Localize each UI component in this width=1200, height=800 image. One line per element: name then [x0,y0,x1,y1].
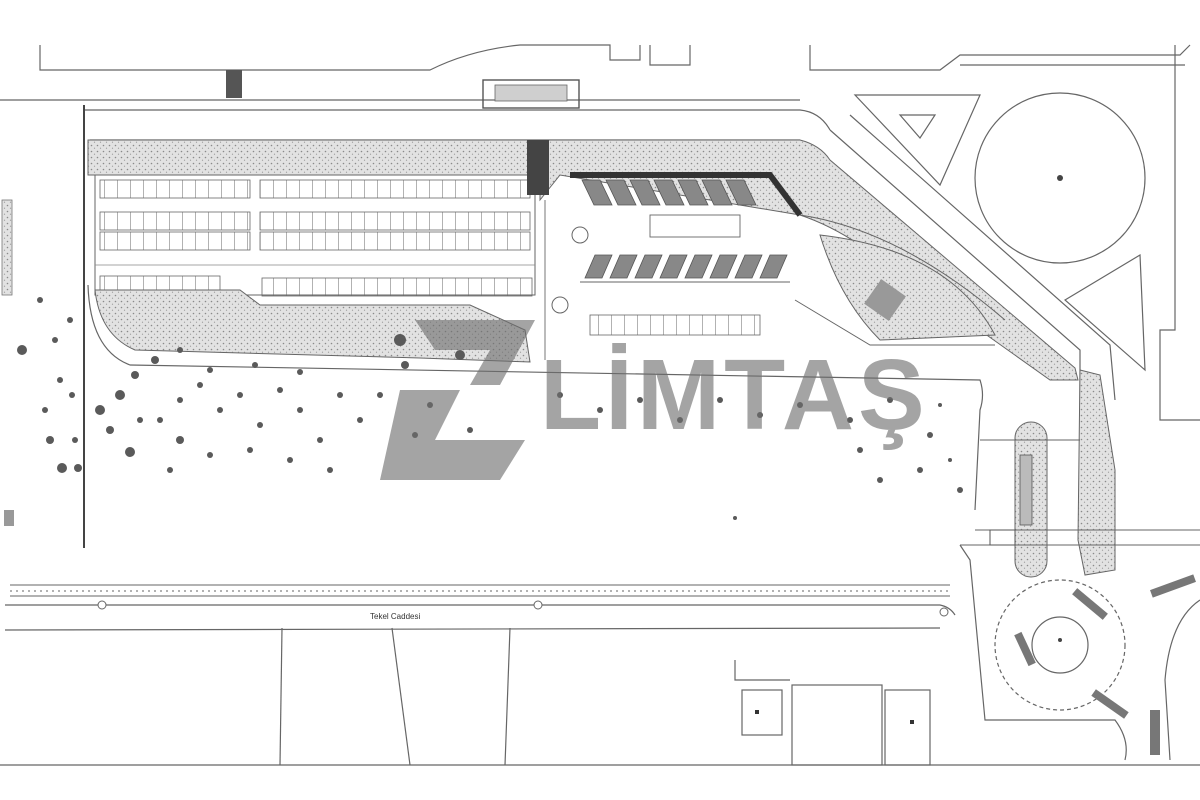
plaza-center-dot [1057,175,1063,181]
tree-icon [72,437,78,443]
tree-icon [557,392,563,398]
tree-icon [177,397,183,403]
parcel-marker-1 [755,710,759,714]
tree-icon [455,350,465,360]
east-strip-hatch [1077,369,1116,576]
tree-icon [257,422,263,428]
tree-icon [237,392,243,398]
tree-icon [957,487,963,493]
tree-icon [847,417,853,423]
parcel-marker-2 [910,720,914,724]
tree-icon [394,334,406,346]
tree-icon [69,392,75,398]
tree-icon [327,467,333,473]
tree-icon [357,417,363,423]
plaza-northeast [853,45,1200,421]
tree-icon [877,477,883,483]
tree-icon [95,405,105,415]
top-road-lines [0,44,1191,141]
tree-icon [297,369,303,375]
tree-cluster [17,297,963,520]
tree-icon [637,397,643,403]
gate-structure [482,79,580,109]
landscape-island-east [819,234,996,341]
tree-icon [57,377,63,383]
tree-icon [938,403,942,407]
tree-icon [137,417,143,423]
tree-icon [277,387,283,393]
tree-icon [287,457,293,463]
bus-bay-east [864,279,906,321]
crosswalk-top [226,70,242,98]
tree-icon [207,452,213,458]
tree-icon [247,447,253,453]
tree-icon [297,407,303,413]
bus-terminal-core [544,172,803,360]
parking-west [94,140,549,297]
tree-icon [106,426,114,434]
tree-icon [677,417,683,423]
left-edge-marker [4,510,14,526]
tree-icon [207,367,213,373]
tree-icon [157,417,163,423]
tree-icon [252,362,258,368]
tree-icon [67,317,73,323]
landscape-band-lower [94,289,531,363]
tree-icon [57,463,67,473]
tree-icon [757,412,763,418]
roundabout-center-dot [1058,638,1062,642]
tree-icon [74,464,82,472]
tree-icon [857,447,863,453]
tree-icon [151,356,159,364]
roundabout-vehicles [1014,574,1196,755]
tree-icon [197,382,203,388]
tree-icon [52,337,58,343]
tree-icon [927,432,933,438]
tree-icon [597,407,603,413]
tree-icon [17,345,27,355]
tree-icon [125,447,135,457]
tree-icon [948,458,952,462]
tree-icon [401,361,409,369]
tree-icon [317,437,323,443]
tree-icon [717,397,723,403]
tree-icon [887,397,893,403]
ramp-lines [794,214,1006,346]
gate-inner [494,84,568,102]
tree-icon [917,467,923,473]
tree-icon [412,432,418,438]
tree-icon [115,390,125,400]
street-name-label: Tekel Caddesi [370,612,420,621]
tree-icon [733,516,737,520]
tree-icon [377,392,383,398]
entrance-gate [1019,454,1033,526]
south-parcels [0,627,1200,766]
booth [989,529,1016,546]
left-edge-hatch [1,199,13,296]
street-lamps [97,600,949,617]
street-tekel [4,584,956,631]
tree-icon [37,297,43,303]
tree-icon [42,407,48,413]
tree-icon [176,436,184,444]
tree-icon [427,402,433,408]
inner-road-curve [87,284,984,511]
tree-icon [167,467,173,473]
tree-icon [217,407,223,413]
tree-icon [131,371,139,379]
tree-icon [337,392,343,398]
tree-icon [177,347,183,353]
tree-icon [797,402,803,408]
landscape-band-top-left [87,139,541,176]
tree-icon [46,436,54,444]
roundabout [959,544,1200,761]
tree-icon [467,427,473,433]
